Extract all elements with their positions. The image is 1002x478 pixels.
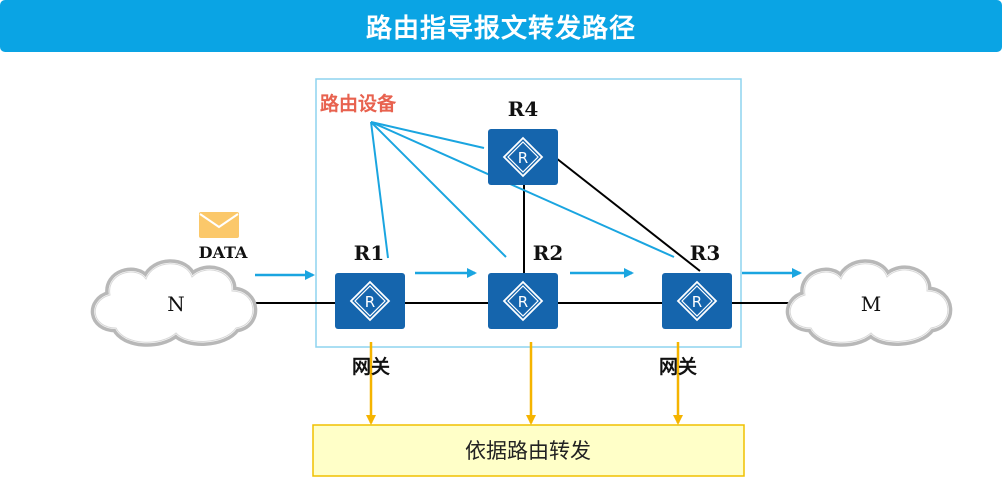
network-n-label: N <box>167 292 185 316</box>
routing-device-label: 路由设备 <box>320 92 397 115</box>
device-pointer-lines <box>370 121 675 259</box>
cloud-m: M <box>790 264 948 343</box>
cloud-n: N <box>95 264 253 343</box>
envelope-icon <box>199 212 239 238</box>
page-title: 路由指导报文转发路径 <box>365 13 636 44</box>
network-m-label: M <box>861 292 881 316</box>
link-r4-r3 <box>555 157 701 272</box>
router-r4-icon: R <box>487 128 559 186</box>
router-r2-icon: R <box>487 272 559 330</box>
router-r3-label: R3 <box>690 241 721 265</box>
router-symbol: R <box>692 293 702 311</box>
router-r2-label: R2 <box>533 241 564 265</box>
forwarding-arrows <box>255 268 802 280</box>
router-r1-label: R1 <box>354 241 385 265</box>
router-r1-icon: R <box>334 272 406 330</box>
forward-by-route-label: 依据路由转发 <box>465 439 591 463</box>
route-lookup-arrows <box>366 342 683 425</box>
router-r3-icon: R <box>661 272 733 330</box>
gateway-label-right: 网关 <box>659 355 697 378</box>
routing-device-group-border <box>315 78 742 348</box>
gateway-label-left: 网关 <box>352 355 390 378</box>
router-symbol: R <box>365 293 375 311</box>
router-symbol: R <box>518 293 528 311</box>
router-r4-label: R4 <box>508 97 539 121</box>
router-symbol: R <box>518 149 528 167</box>
data-packet-label: DATA <box>199 243 248 262</box>
forward-by-route-box <box>312 424 745 477</box>
title-bar: 路由指导报文转发路径 <box>0 0 1002 52</box>
